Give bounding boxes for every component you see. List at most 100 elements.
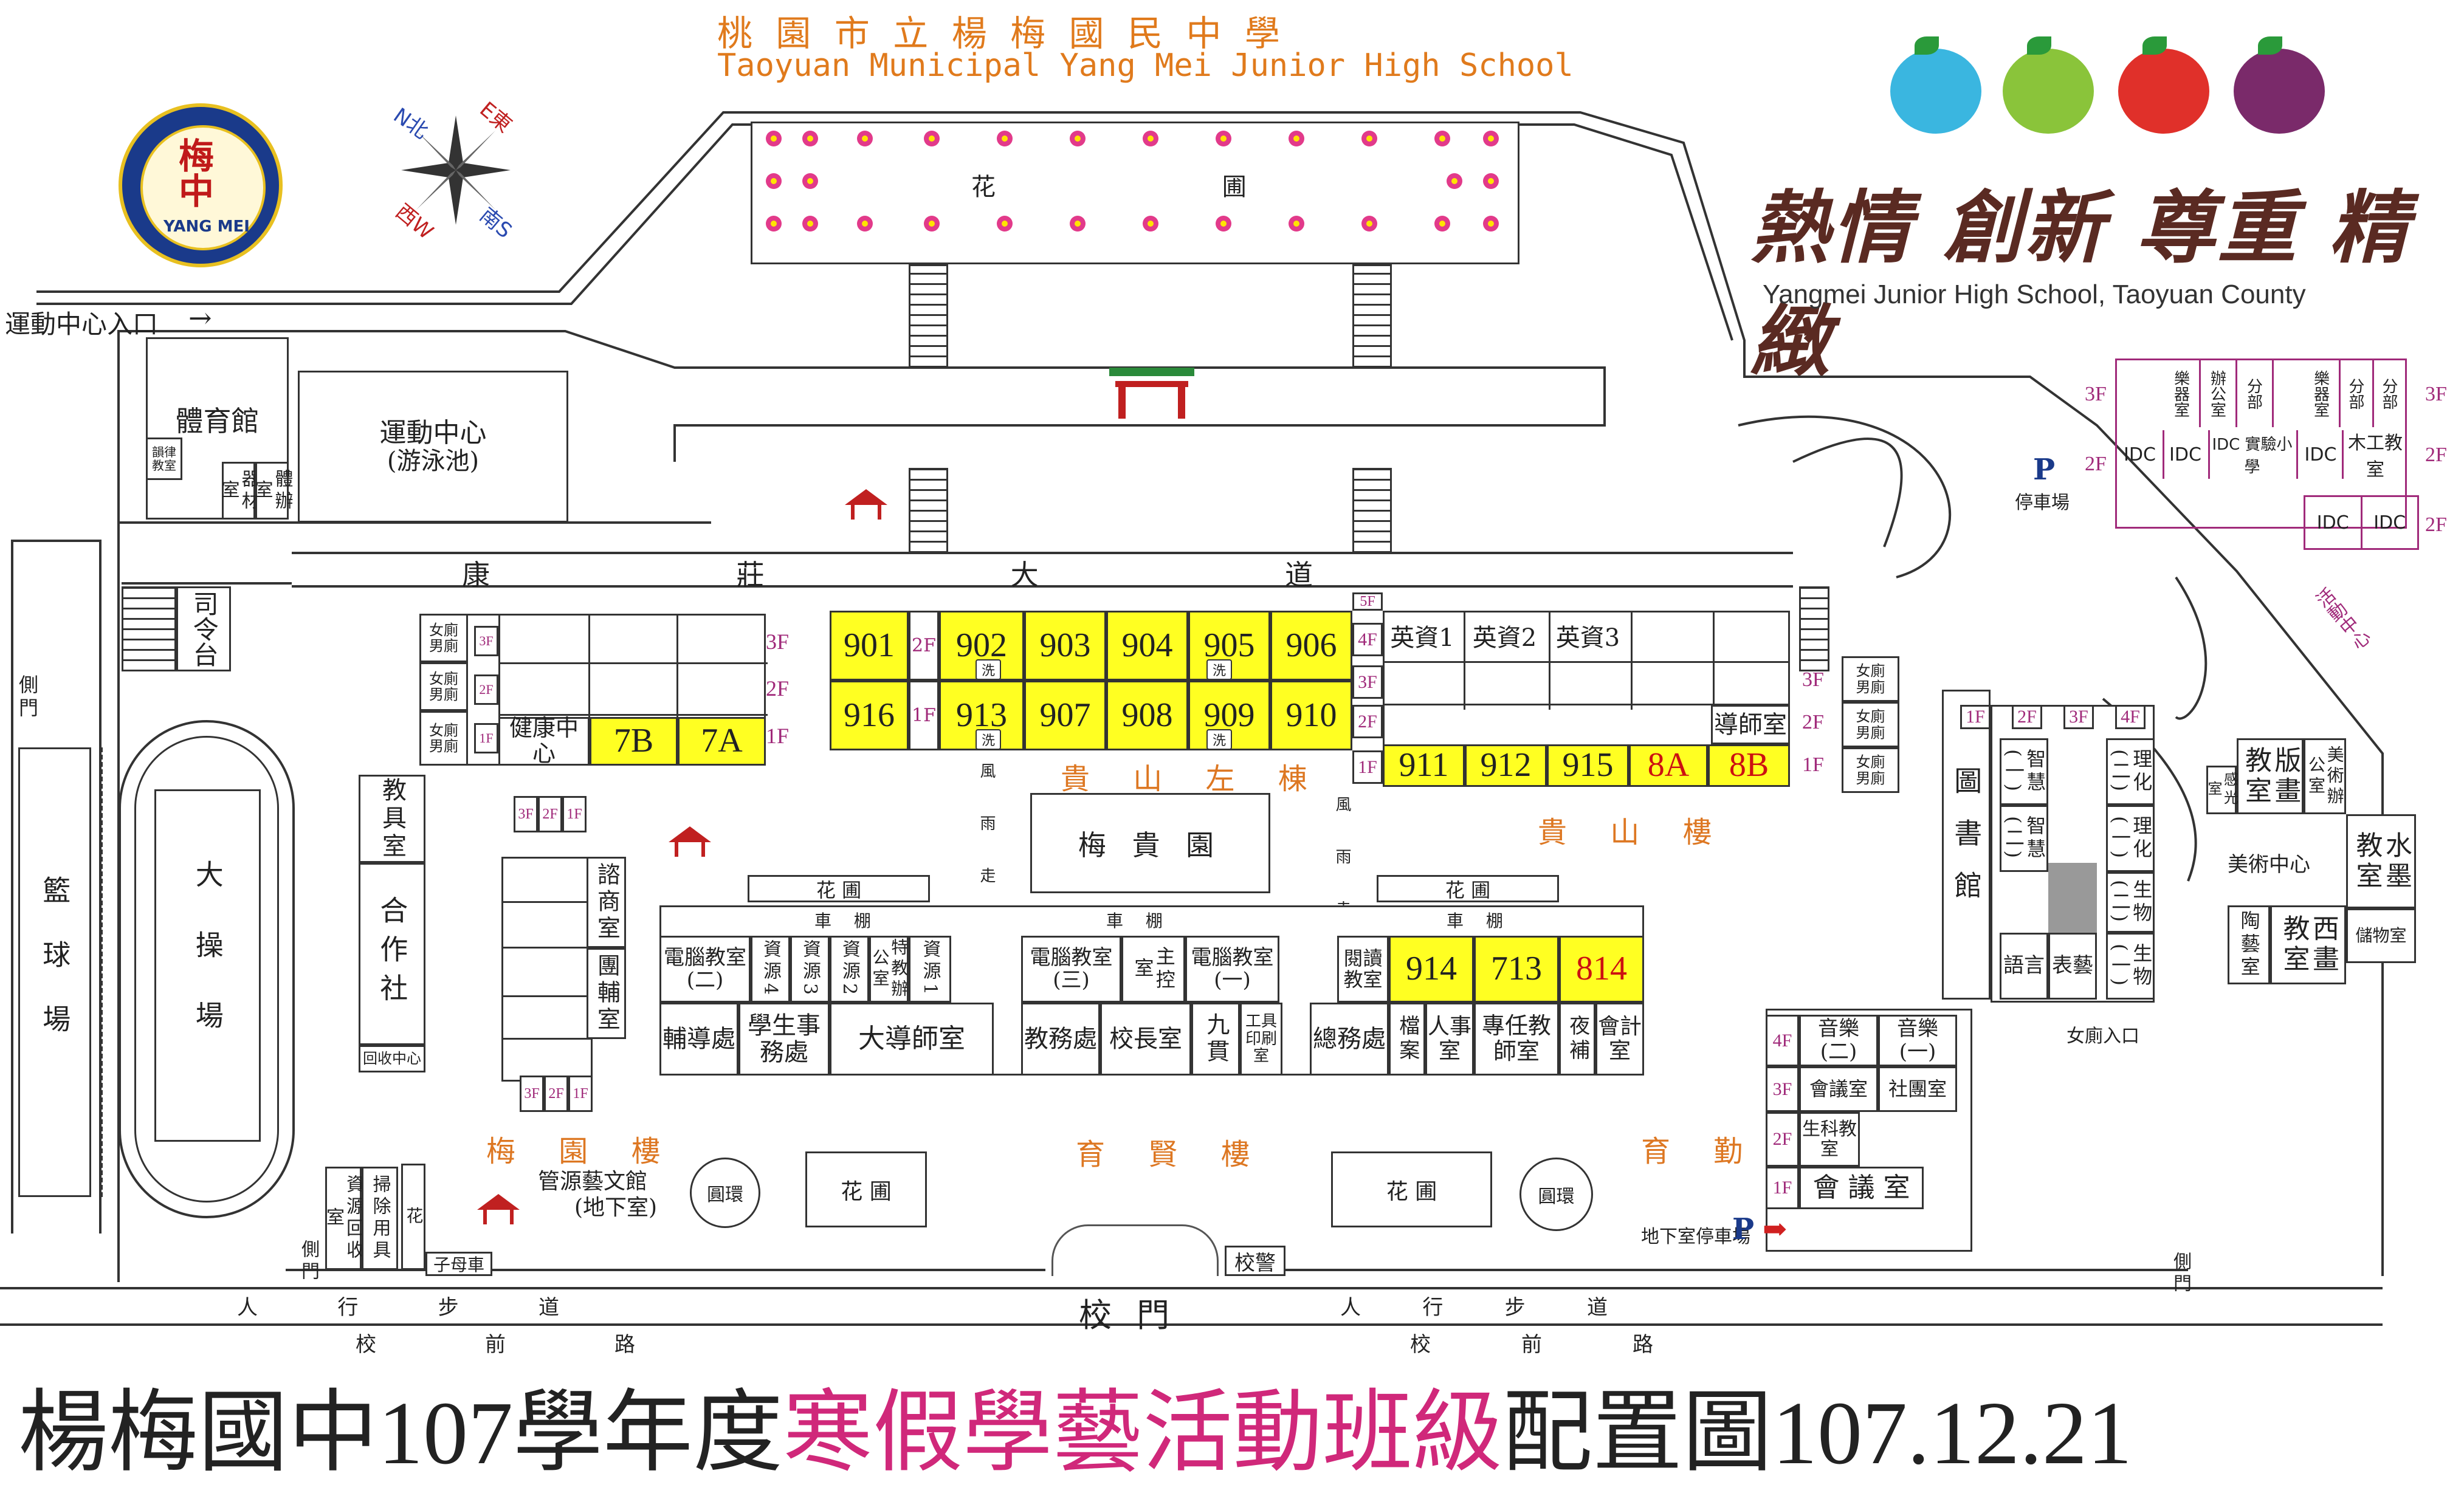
road-char: 莊 [736, 558, 765, 591]
western-art-room: 西畫教室 [2270, 905, 2346, 984]
club-label: 社團室 [1888, 1077, 1947, 1100]
floor-1F: 1F [474, 723, 498, 753]
floor-5F: 5F [1352, 592, 1383, 611]
title-en: Taoyuan Municipal Yang Mei Junior High S… [717, 47, 1574, 84]
wood-room: 木工教室 [2348, 433, 2403, 481]
biology-2: 生物(二) [2106, 872, 2155, 933]
resource-3: 資源3 [790, 936, 830, 1003]
pottery-room: 陶藝室 [2228, 905, 2270, 984]
general-label: 總務處 [1313, 1025, 1386, 1053]
music2-label: 音樂(二) [1818, 1017, 1859, 1064]
reading-room: 閱讀教室 [1337, 936, 1389, 1003]
school-english: Yangmei Junior High School, Taoyuan Coun… [1763, 280, 2306, 309]
floor-2F: 2F [2425, 513, 2447, 536]
res-room-label: 資源回收室 [323, 1175, 364, 1262]
eng1-label: 英資1 [1390, 624, 1454, 652]
logo-char: 梅中 [173, 137, 214, 208]
floor-2F: 2F [912, 635, 936, 656]
shed-label: 車 棚 [1447, 911, 1512, 931]
recycle-center: 回收中心 [359, 1045, 425, 1072]
room-7A: 7A [678, 717, 766, 766]
eng3-label: 英資3 [1555, 624, 1620, 652]
garden-flowers-top [766, 131, 1507, 252]
footer-title: 楊梅國中107學年度寒假學藝活動班級配置圖107.12.21 [18, 1388, 2132, 1478]
phy2-label: 理化(二) [2108, 749, 2153, 795]
head-tutor-label: 大導師室 [858, 1023, 965, 1054]
sports-center: 運動中心 (游泳池) [298, 371, 568, 523]
storage-room: 儲物室 [2346, 908, 2416, 963]
floor-1F: 1F [1960, 705, 1991, 729]
room-7B: 7B [590, 717, 678, 766]
road-char: 康 [462, 558, 490, 591]
sidewalk-char: 人 [1340, 1295, 1361, 1320]
floor-4F: 4F [1352, 623, 1383, 656]
room-906: 906 [1270, 611, 1352, 681]
wash-icon: 洗 [976, 659, 1001, 680]
road-char: 道 [1284, 558, 1313, 591]
stair-floor-2F: 2F [909, 611, 939, 681]
road-front-right: 校前路 [1410, 1328, 1653, 1357]
sidewalk-char: 行 [1422, 1295, 1444, 1320]
recycle-room: 資源回收室 [323, 1167, 364, 1270]
equipment-room: 器材室 [218, 462, 260, 520]
left-wing-label: 貴 山 左 棟 [1061, 762, 1324, 796]
track-dash [100, 747, 103, 1197]
flower-label: 花 [404, 1206, 424, 1227]
male-label: 男廁 [1856, 724, 1885, 741]
floor-1F: 1F [568, 1076, 593, 1112]
meeting-small: 會議室 [1799, 1066, 1878, 1112]
wash-icon: 洗 [976, 729, 1001, 750]
room-914-label: 914 [1406, 950, 1457, 988]
eng-resource-3: 英資3 [1547, 617, 1629, 659]
room-911: 911 [1383, 744, 1465, 787]
idc-room: IDC [2373, 512, 2406, 534]
room-911-label: 911 [1399, 746, 1449, 784]
room-903: 903 [1024, 611, 1106, 681]
head-tutor-office: 大導師室 [830, 1003, 994, 1076]
wisdom2-label: 智慧(二) [2002, 815, 2047, 862]
bio2-label: 生物(二) [2108, 879, 2153, 925]
floor-1F: 1F [1352, 750, 1383, 784]
res3-label: 資源3 [799, 939, 821, 999]
eng-resource-2: 英資2 [1464, 617, 1546, 659]
male-label: 男廁 [429, 686, 458, 703]
room-8A-label: 8A [1647, 746, 1690, 784]
sidewalk-char: 道 [1586, 1295, 1608, 1320]
wisdom-1: 智慧(一) [2000, 738, 2048, 805]
room-904: 904 [1106, 611, 1188, 681]
floor-4F: 4F [2115, 705, 2146, 729]
female-label: 女廁 [1856, 753, 1885, 771]
restroom-f2: 女廁男廁 [419, 662, 468, 711]
floor-2F: 2F [1802, 711, 1824, 733]
stair-floor-1F: 1F [909, 681, 939, 750]
branch-room: 分部 [2380, 378, 2398, 410]
general-affairs: 總務處 [1310, 1003, 1389, 1076]
counsel-room: 諮商室 [587, 857, 626, 948]
biology-1: 生物(一) [2106, 933, 2155, 1000]
road-front-char: 路 [614, 1333, 635, 1357]
resource-2: 資源2 [830, 936, 869, 1003]
room-910: 910 [1270, 681, 1352, 750]
floor-3F: 3F [2085, 383, 2107, 405]
comp1-label: 電腦教室(一) [1191, 945, 1274, 992]
sports-center-label: 運動中心 [379, 417, 487, 448]
floor-3F: 3F [1802, 668, 1824, 691]
mascots [1878, 24, 2340, 140]
art-office: 美術辦公室 [2304, 738, 2346, 814]
top-garden-label: 花 圃 [971, 173, 1356, 201]
pavilion-icon [669, 826, 711, 863]
room-8A: 8A [1629, 744, 1708, 787]
playground: 大操場 [154, 789, 261, 1142]
floor-4F: 4F [1766, 1015, 1799, 1066]
life-tech-room: 生科教室 [1799, 1112, 1860, 1167]
night-label: 夜補 [1565, 1015, 1590, 1063]
storage-label: 儲物室 [2355, 925, 2407, 945]
sidewalk-char: 人 [237, 1295, 258, 1320]
ninegrade-label: 九貫 [1202, 1012, 1230, 1066]
western-label: 西畫教室 [2278, 914, 2339, 975]
perform-arts: 表藝 [2048, 933, 2097, 1000]
tutor-label: 導師室 [1714, 710, 1787, 739]
floor-3F: 3F [1766, 1066, 1799, 1112]
floor-1F: 1F [1802, 753, 1824, 776]
roundabout-right: 圓環 [1519, 1158, 1593, 1231]
